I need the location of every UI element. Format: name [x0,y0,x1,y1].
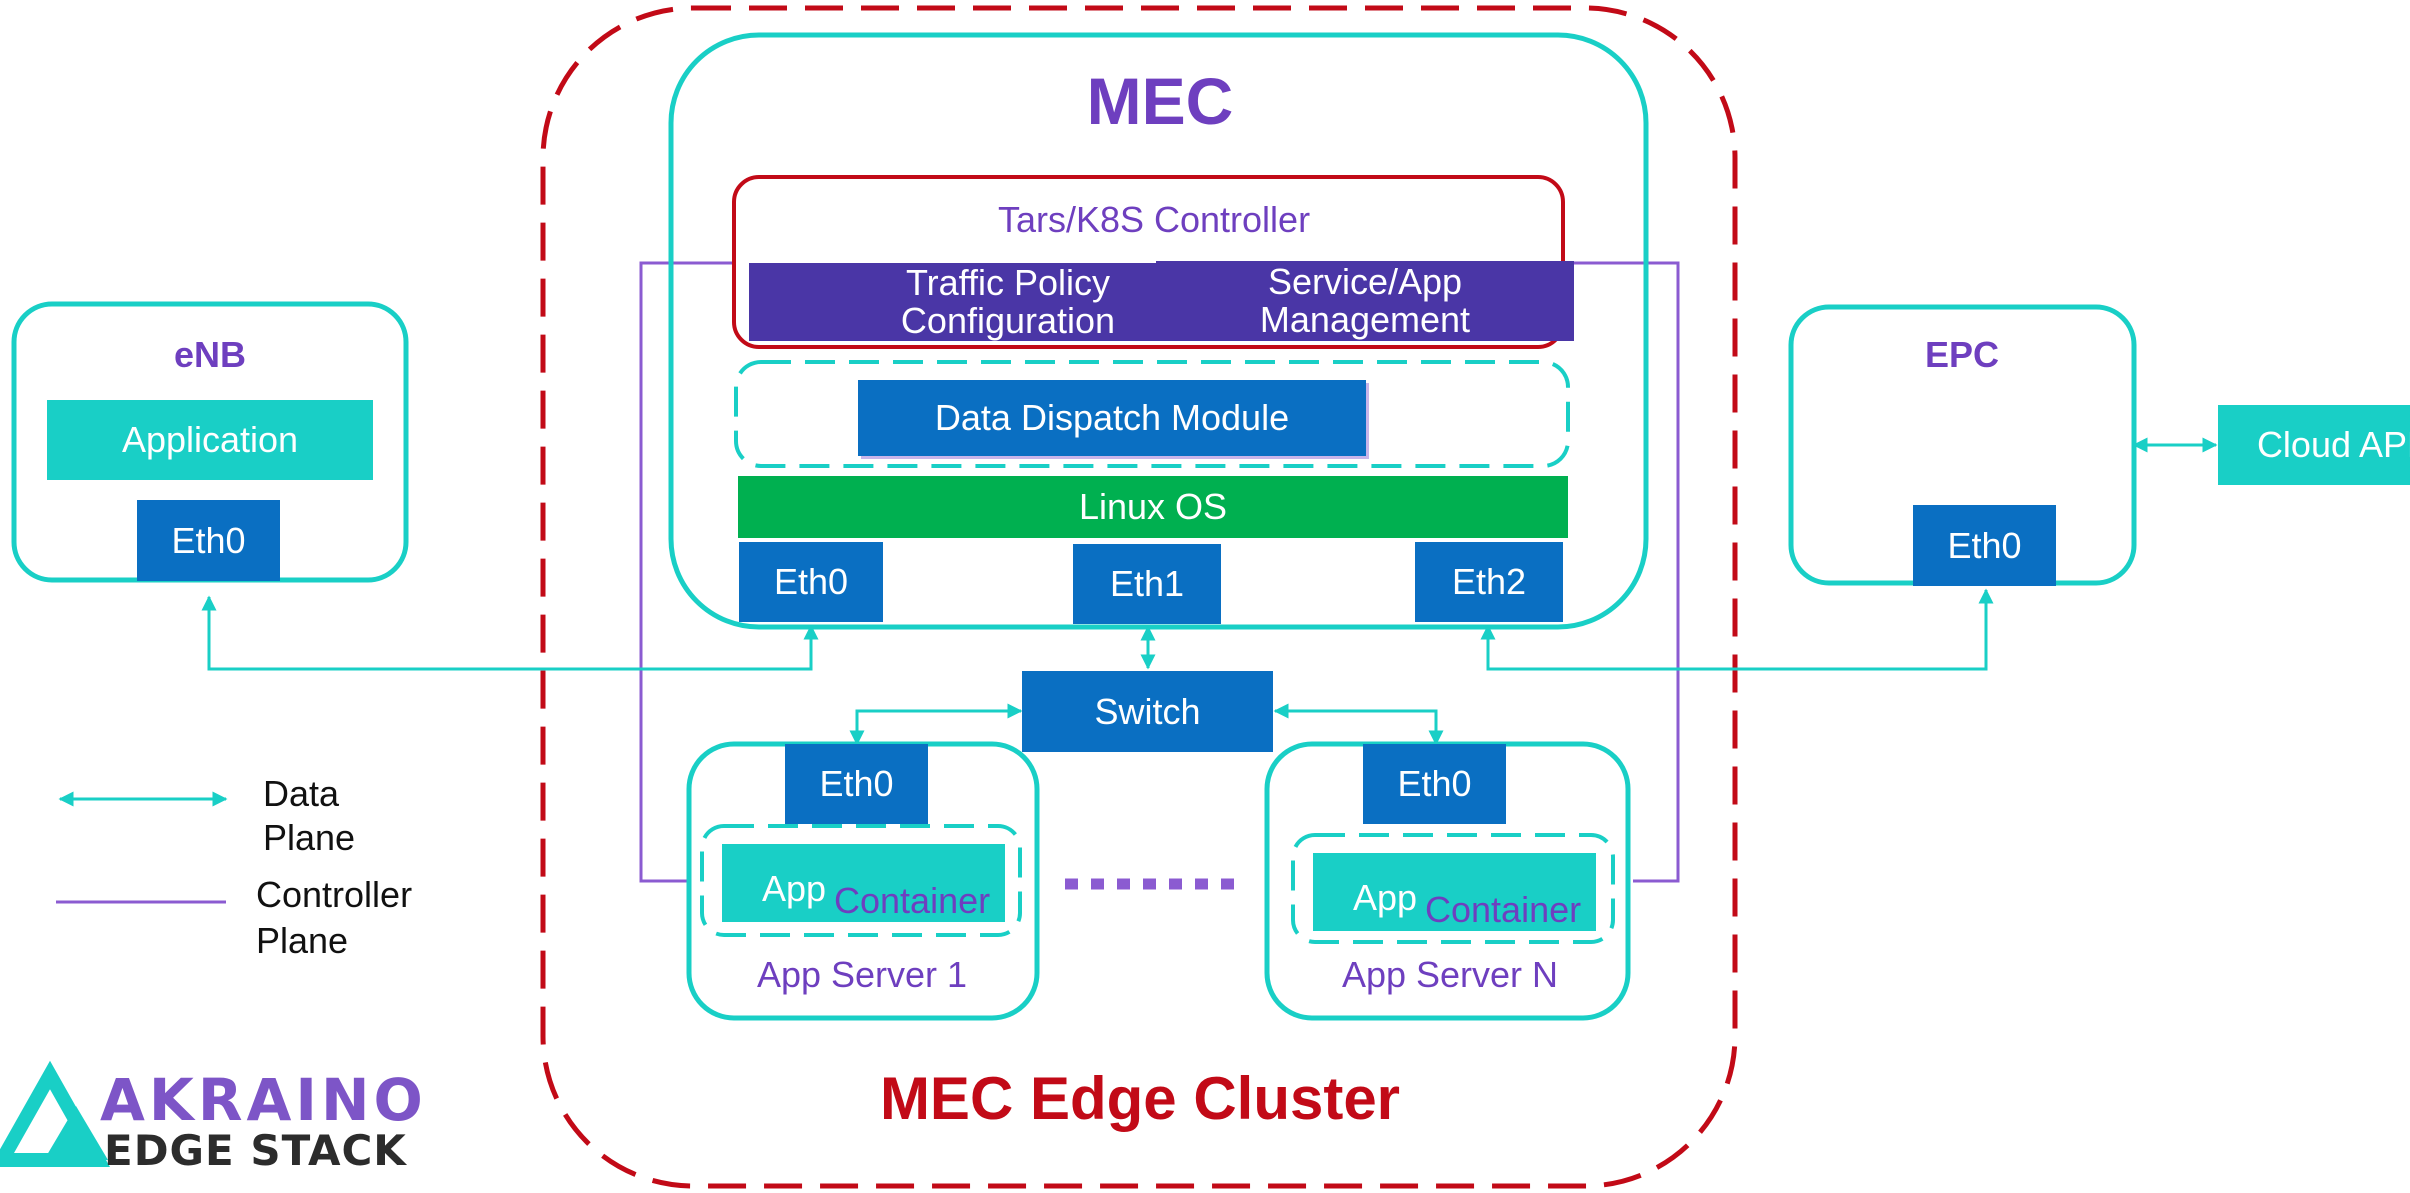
mec-title: MEC [1086,64,1234,139]
data-line-mec-epc [1480,588,1994,671]
data-line-switch-server1 [849,703,1023,746]
app-server-1-label: App Server 1 [756,954,968,996]
container-1-outline [700,824,1022,937]
controller-title: Tars/K8S Controller [997,199,1311,241]
cloud-app-box: Cloud APP [2218,405,2410,485]
epc-eth0: Eth0 [1913,505,2056,586]
mec-eth2: Eth2 [1415,542,1563,622]
akraino-logo-line1: AKRAINO [100,1066,427,1134]
enb-title: eNB [173,334,247,376]
data-line-enb-mec [201,595,819,671]
app-server-n-label: App Server N [1341,954,1559,996]
container-n-outline [1291,833,1615,944]
app-server-n-container-label: Container [1425,889,1582,930]
service-app-box: Service/App Management [1156,261,1574,341]
legend-controller-plane-label: Controller Plane [256,874,413,961]
data-line-switch-servern [1273,703,1444,746]
enb-application: Application [47,400,373,480]
data-dispatch-region [734,360,1570,468]
epc-title: EPC [1924,334,2000,376]
linux-os-bar: Linux OS [738,476,1568,538]
mec-box [668,32,1649,630]
app-server-1-app-container: App Container [722,844,1005,922]
mec-eth1: Eth1 [1073,544,1221,624]
controller-line-right [1563,261,1680,883]
app-server-1-app-label: App [762,868,827,909]
legend-data-plane-label: Data Plane [263,773,356,858]
akraino-logo-line2: EDGE STACK [104,1126,407,1175]
cluster-title: MEC Edge Cluster [879,1064,1401,1132]
switch-box: Switch [1022,671,1273,752]
app-server-n-eth0: Eth0 [1363,744,1506,824]
app-server-n-app-label: App [1353,877,1418,918]
app-server-1-eth0: Eth0 [785,744,928,824]
app-server-n-app-container: App Container [1313,853,1596,931]
enb-eth0: Eth0 [137,500,280,581]
controller-line-left [639,261,734,883]
akraino-logo-mark [0,1060,110,1167]
mec-eth0: Eth0 [739,542,883,622]
app-server-1-container-label: Container [834,880,991,921]
data-dispatch-module: Data Dispatch Module [858,380,1366,456]
